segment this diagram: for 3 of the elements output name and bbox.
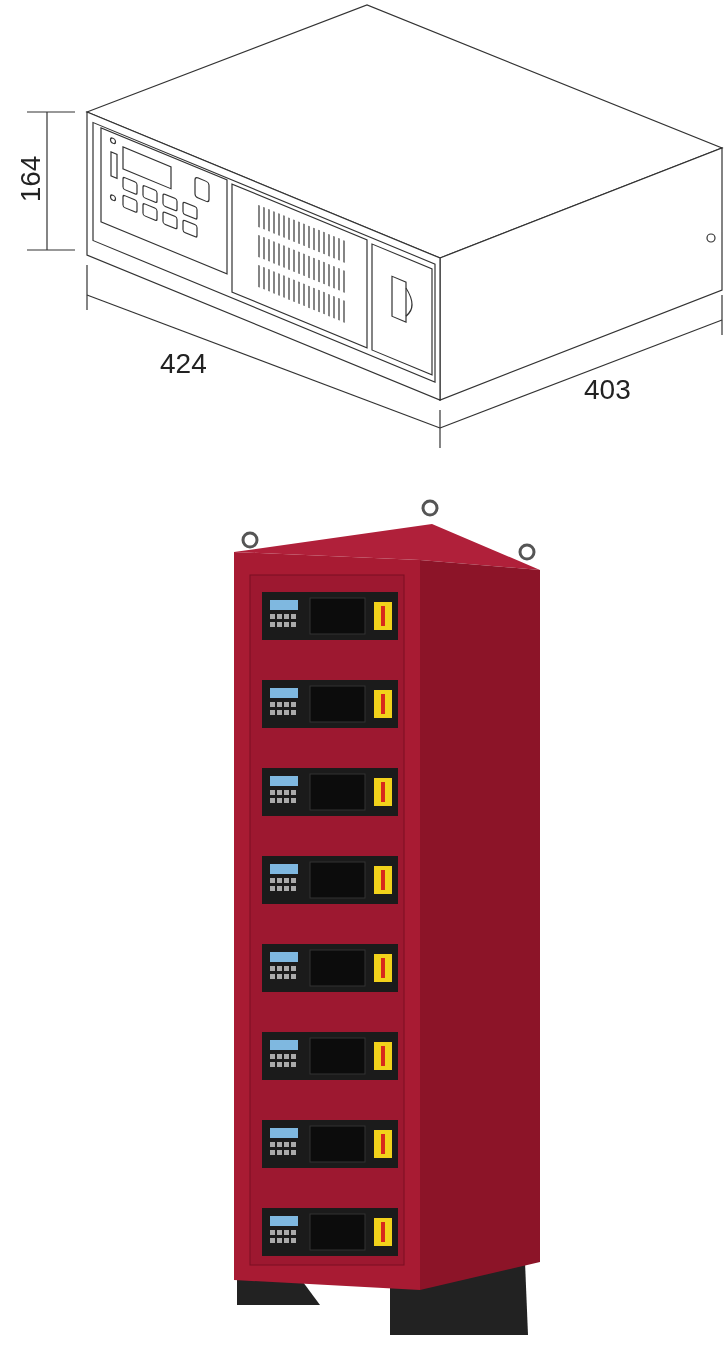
- dimension-label: 164: [17, 155, 46, 203]
- dimension-label: 403: [584, 376, 631, 404]
- dimension-label: 424: [160, 350, 207, 378]
